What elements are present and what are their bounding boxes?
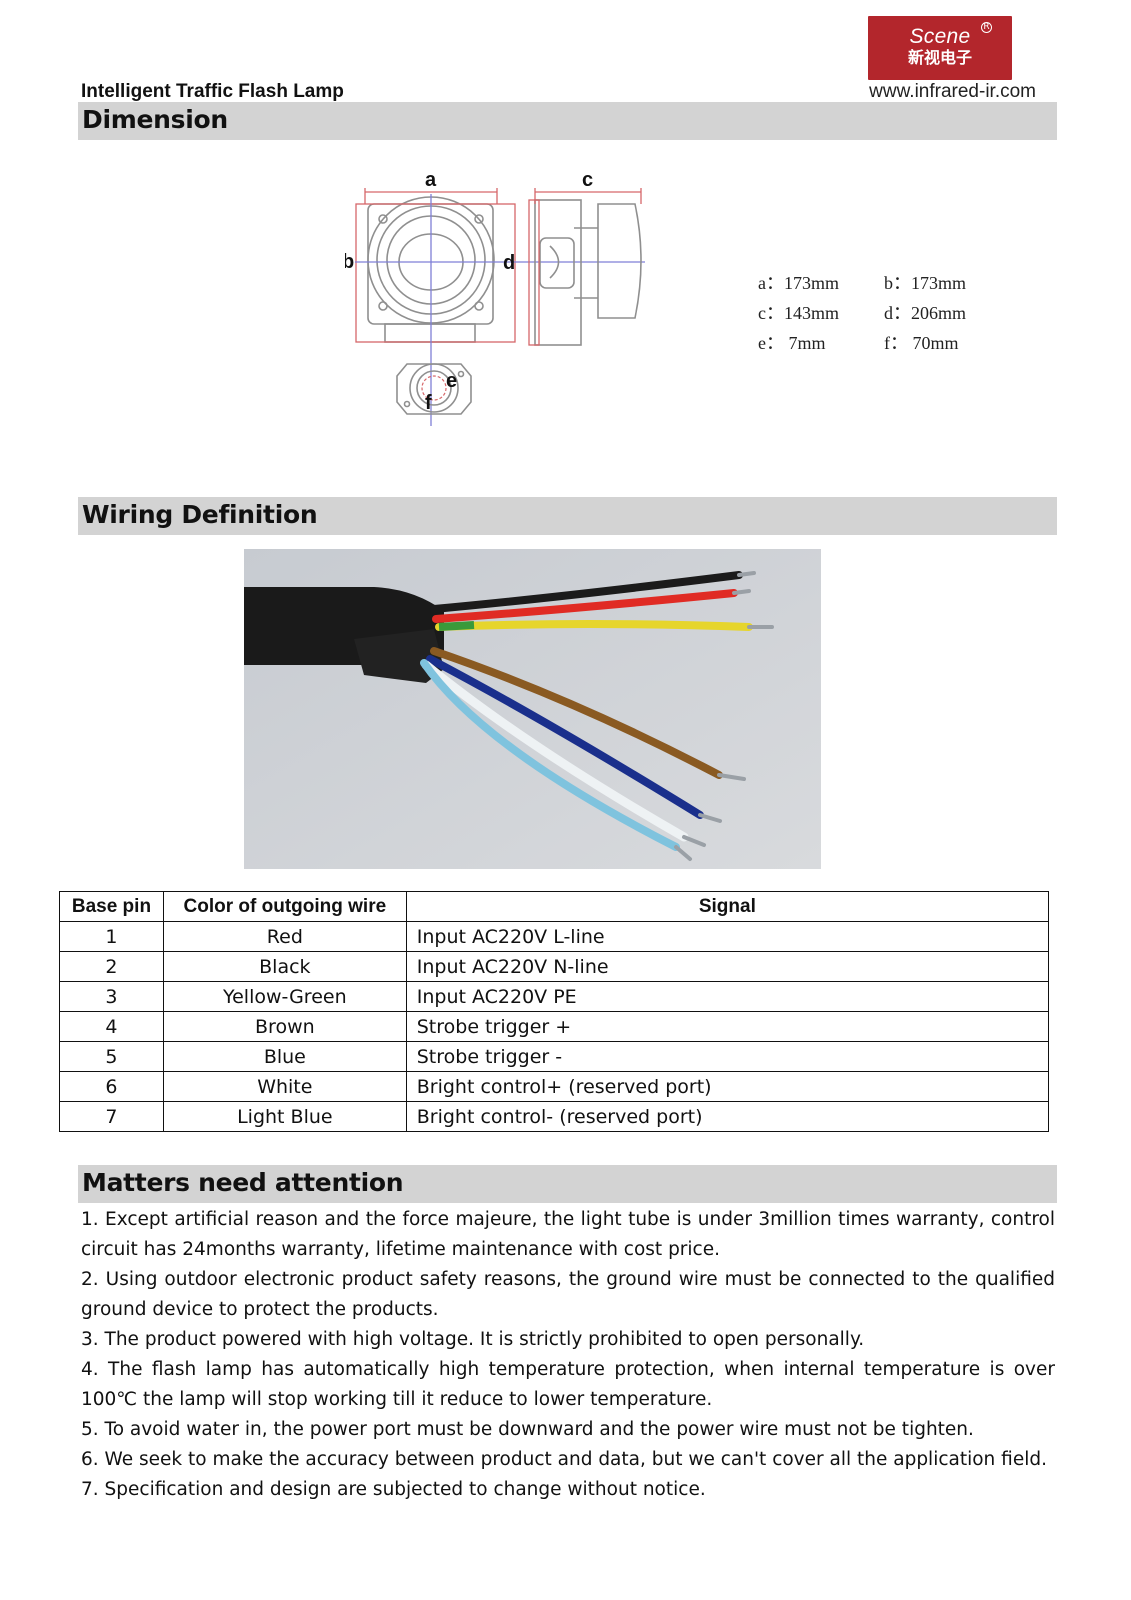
note-item: 7. Specification and design are subjecte… [81,1479,706,1500]
header-signal: Signal [405,891,1050,922]
dimension-a: a：173mm [758,273,839,293]
color-cell: Light Blue [162,1101,407,1132]
signal-cell: Strobe trigger - [405,1041,1050,1072]
table-row: 1 Red Input AC220V L-line [59,921,1050,952]
table-header-row: Base pin Color of outgoing wire Signal [59,891,1050,922]
label-c: c [582,169,593,191]
website-url: www.infrared-ir.com [869,81,1036,102]
table-row: 7 Light Blue Bright control- (reserved p… [59,1101,1050,1132]
pin-cell: 2 [59,951,164,982]
note-item: 4. The flash lamp has automatically high… [81,1359,1055,1410]
wire-terminals [674,571,774,861]
wire-yellow-green [435,620,753,631]
wire-brown [430,647,723,779]
section-title-attention: Matters need attention [82,1168,404,1197]
wire-illustration [244,549,821,869]
signal-cell: Input AC220V N-line [405,951,1050,982]
pin-cell: 7 [59,1101,164,1132]
section-title-wiring: Wiring Definition [82,500,318,529]
wiring-table: Base pin Color of outgoing wire Signal 1… [59,891,1050,1132]
wire-black [430,571,743,613]
dimension-b: b：173mm [884,273,967,293]
label-f: f [425,392,432,414]
section-header-attention: Matters need attention [78,1165,1057,1203]
wire-red [432,589,738,623]
color-cell: Red [162,921,407,952]
wiring-photo [244,549,821,869]
section-title-dimension: Dimension [82,105,228,134]
label-a: a [425,169,437,191]
note-item: 2. Using outdoor electronic product safe… [81,1269,1055,1320]
dimension-f: f： 70mm [884,333,959,353]
wire-green-stripe [438,621,475,631]
table-row: 2 Black Input AC220V N-line [59,951,1050,982]
label-b: b [345,251,354,273]
inner-sleeve [354,629,444,683]
dimension-row: a：173mm b：173mm [758,268,1010,298]
header-base-pin: Base pin [59,891,164,922]
pin-cell: 5 [59,1041,164,1072]
signal-cell: Bright control+ (reserved port) [405,1071,1050,1102]
dimension-drawing: a b c d e f [345,169,645,426]
logo-chinese-text: 新视电子 [907,48,972,67]
color-cell: White [162,1071,407,1102]
note-item: 3. The product powered with high voltage… [81,1329,865,1350]
table-row: 5 Blue Strobe trigger - [59,1041,1050,1072]
wire-white [421,660,689,842]
signal-cell: Input AC220V L-line [405,921,1050,952]
label-d: d [503,252,515,274]
wire-light-blue [420,659,680,851]
table-row: 4 Brown Strobe trigger + [59,1011,1050,1042]
section-header-dimension: Dimension [78,102,1057,140]
section-header-wiring: Wiring Definition [78,497,1057,535]
dimension-row: c：143mm d：206mm [758,298,1010,328]
dimension-row: e： 7mm f： 70mm [758,328,1010,358]
dimension-d: d：206mm [884,303,967,323]
label-e: e [446,370,457,392]
color-cell: Brown [162,1011,407,1042]
note-item: 1. Except artificial reason and the forc… [81,1209,1055,1260]
document-title: Intelligent Traffic Flash Lamp [81,81,344,102]
table-row: 6 White Bright control+ (reserved port) [59,1071,1050,1102]
wire-blue [426,655,704,819]
pin-cell: 3 [59,981,164,1012]
logo-brand-text: Scene [909,25,971,48]
table-row: 3 Yellow-Green Input AC220V PE [59,981,1050,1012]
header-wire-color: Color of outgoing wire [162,891,407,922]
color-cell: Black [162,951,407,982]
pin-cell: 6 [59,1071,164,1102]
signal-cell: Strobe trigger + [405,1011,1050,1042]
dimension-e: e： 7mm [758,333,826,353]
color-cell: Blue [162,1041,407,1072]
registered-mark: R [981,22,992,33]
color-cell: Yellow-Green [162,981,407,1012]
pin-cell: 1 [59,921,164,952]
brand-logo: Scene R 新视电子 [868,16,1012,80]
note-item: 6. We seek to make the accuracy between … [81,1449,1047,1470]
signal-cell: Bright control- (reserved port) [405,1101,1050,1132]
dimension-values: a：173mm b：173mm c：143mm d：206mm e： 7mm f… [758,268,1010,358]
note-item: 5. To avoid water in, the power port mus… [81,1419,974,1440]
signal-cell: Input AC220V PE [405,981,1050,1012]
attention-notes: 1. Except artificial reason and the forc… [81,1205,1055,1505]
dimension-c: c：143mm [758,303,839,323]
pin-cell: 4 [59,1011,164,1042]
